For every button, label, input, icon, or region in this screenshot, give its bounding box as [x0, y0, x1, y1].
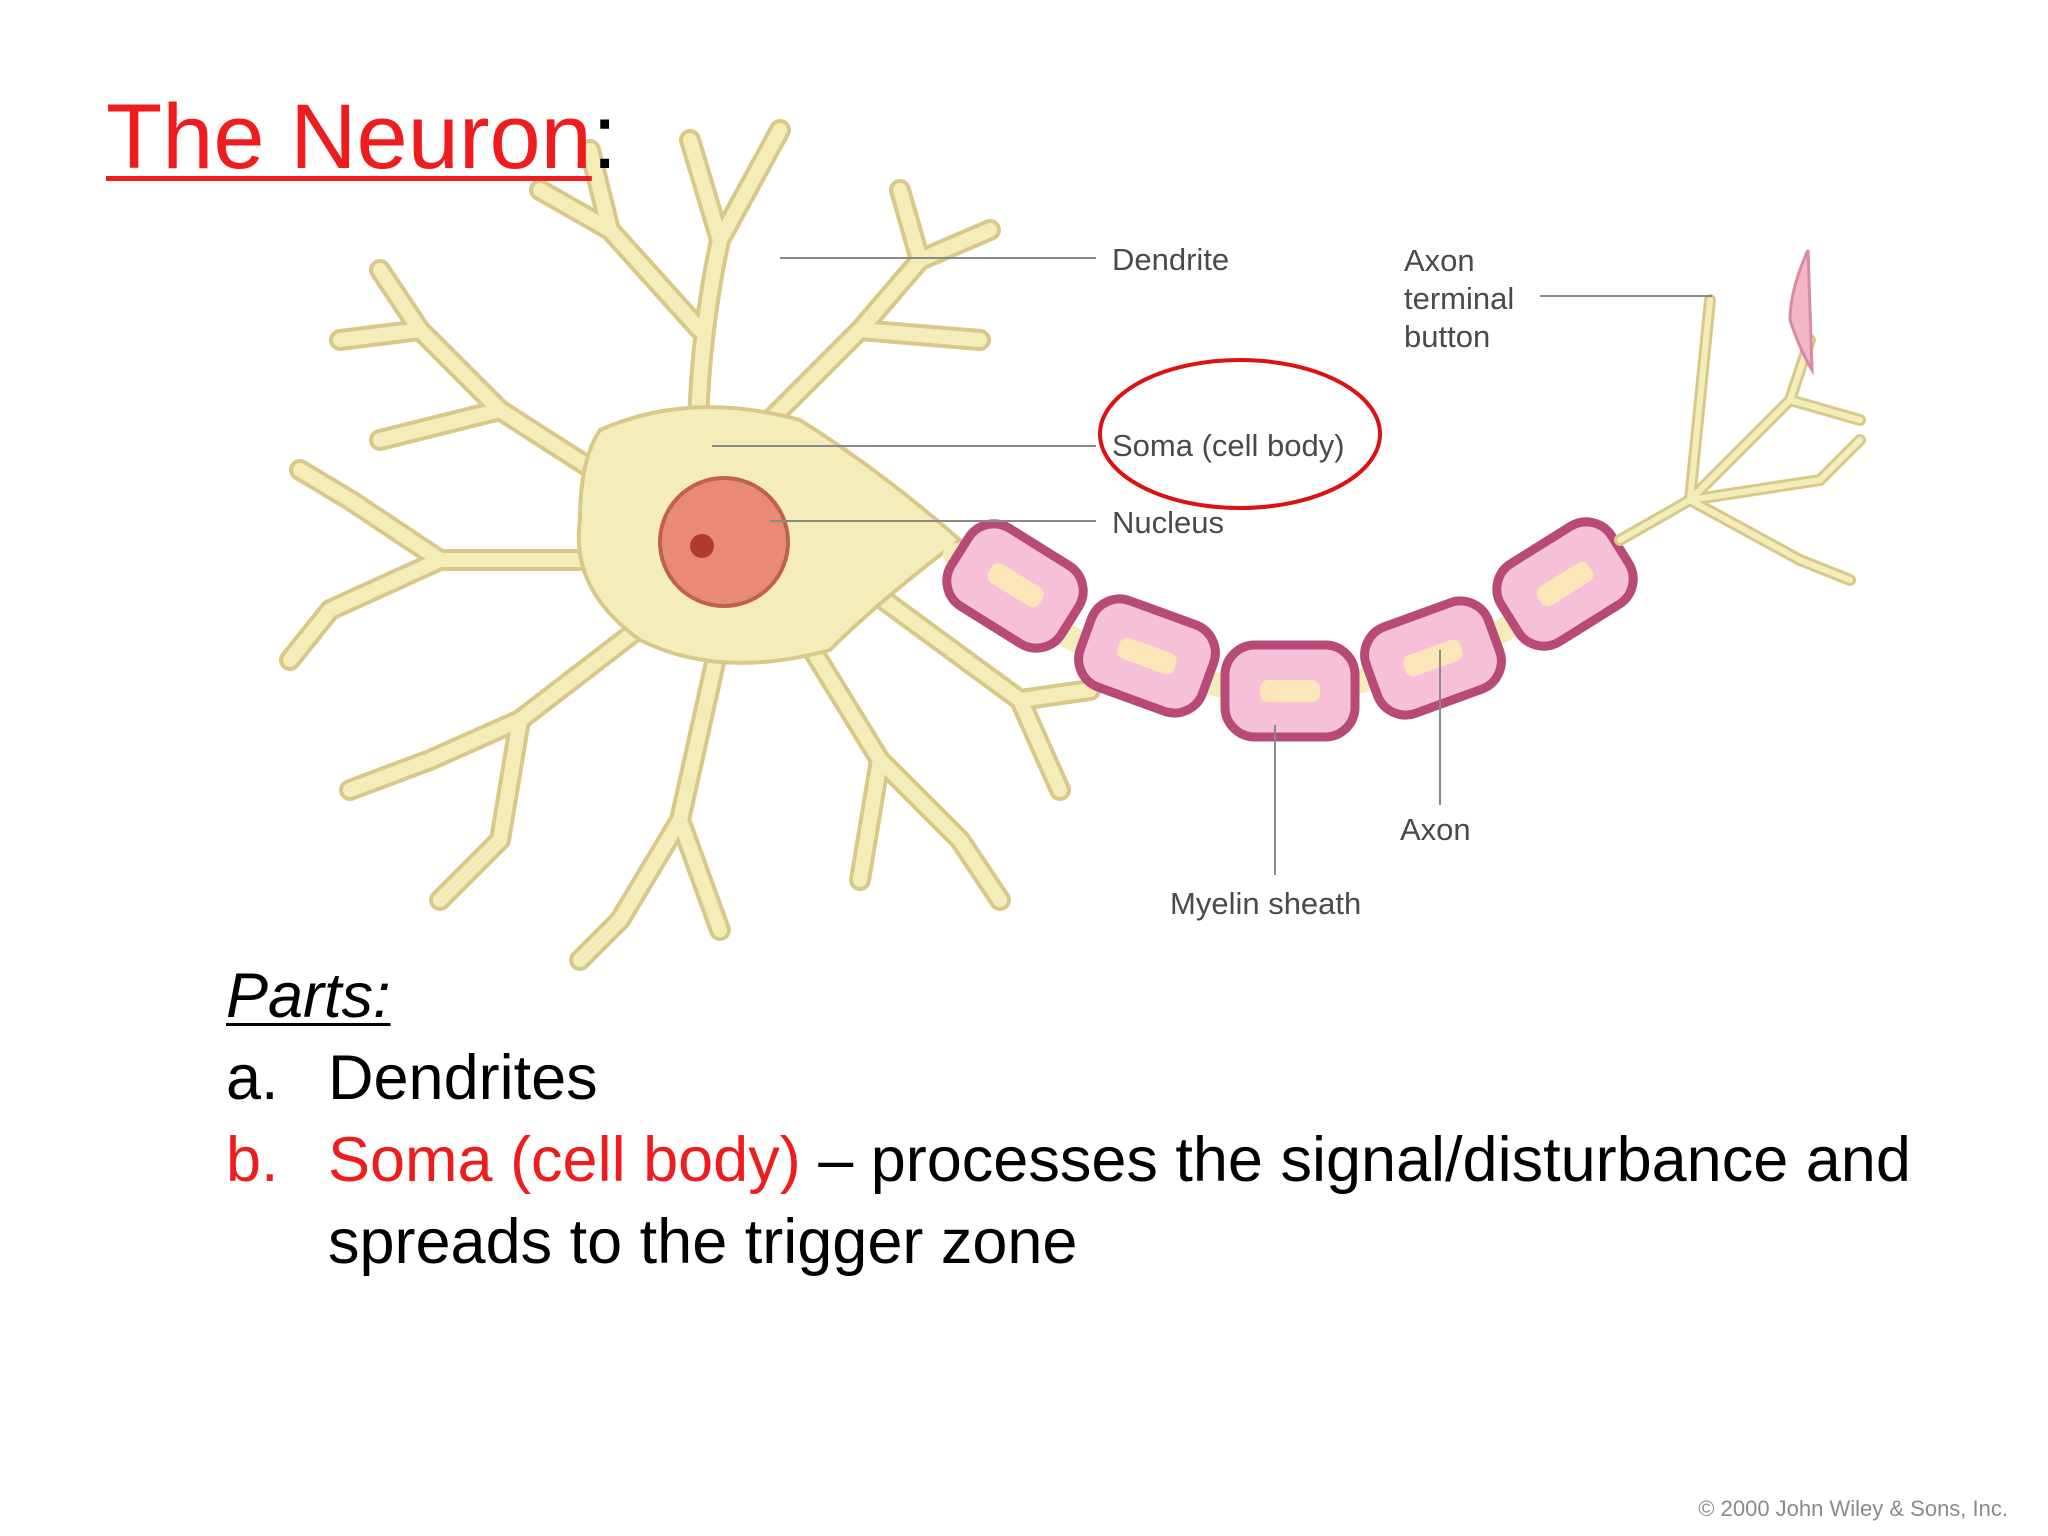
nucleus-shape	[658, 476, 790, 608]
label-dendrite: Dendrite	[1112, 242, 1229, 277]
item-text: Soma (cell body)	[328, 1125, 801, 1195]
list-item: a. Dendrites	[226, 1037, 2048, 1119]
label-myelin-sheath: Myelin sheath	[1170, 886, 1361, 921]
axon-terminals	[1614, 294, 1866, 586]
label-axon-terminal-line3: button	[1404, 319, 1490, 354]
copyright-notice: © 2000 John Wiley & Sons, Inc.	[1698, 1496, 2008, 1521]
label-axon-terminal-line2: terminal	[1404, 281, 1514, 316]
list-marker: b.	[226, 1125, 279, 1195]
item-description: – processes the signal/disturbance and s…	[328, 1125, 1911, 1277]
myelin-inner	[987, 561, 1594, 702]
item-text: Dendrites	[328, 1043, 598, 1113]
title-text: The Neuron	[106, 86, 592, 188]
label-axon: Axon	[1400, 812, 1471, 847]
parts-heading: Parts:	[226, 961, 391, 1031]
leader-lines	[712, 257, 1712, 875]
list-marker: a.	[226, 1043, 279, 1113]
label-axon-terminal-line1: Axon	[1404, 243, 1475, 278]
label-nucleus: Nucleus	[1112, 505, 1224, 540]
dendrites	[279, 119, 1101, 971]
target-cell	[1788, 249, 1814, 376]
label-soma: Soma (cell body)	[1112, 428, 1345, 463]
title-colon: :	[591, 86, 618, 188]
page-title: The Neuron:	[106, 82, 617, 192]
nucleolus-shape	[690, 534, 714, 558]
list-item: b. Soma (cell body) – processes the sign…	[226, 1119, 2048, 1283]
parts-list: Parts: a. Dendrites b. Soma (cell body) …	[226, 955, 2048, 1283]
soma-highlight-circle	[1098, 358, 1382, 510]
